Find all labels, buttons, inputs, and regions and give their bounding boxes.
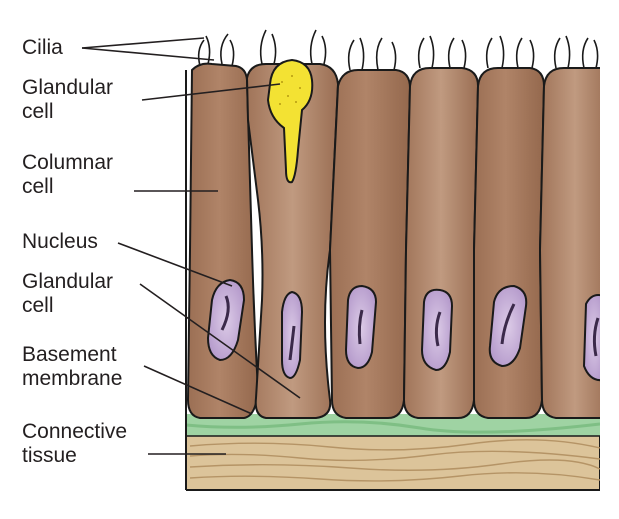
leader-nucleus: [117, 242, 233, 287]
label-connective-line1: Connective: [22, 420, 128, 443]
leader-lines: [81, 37, 301, 455]
nucleus-5: [488, 284, 528, 368]
nucleus-2: [281, 290, 304, 380]
label-columnar-line1: Columnar: [22, 151, 114, 174]
cilia: [197, 29, 599, 71]
label-cilia: Cilia: [22, 36, 63, 60]
label-nucleus: Nucleus: [22, 230, 98, 254]
label-connective-tissue: Connective tissue: [22, 420, 127, 468]
label-glandular-cell-bottom: Glandular cell: [22, 270, 113, 318]
nucleus-4: [420, 288, 454, 372]
connective-fibers: [189, 439, 600, 482]
label-columnar-cell: Columnar cell: [22, 151, 113, 199]
leader-cilia-2: [81, 47, 215, 61]
nucleus-3: [344, 284, 378, 370]
label-basement-line2: membrane: [22, 367, 123, 390]
label-glandular-cell-top: Glandular cell: [22, 76, 113, 124]
label-basement-line1: Basement: [22, 343, 117, 366]
mucus-secretion: [266, 58, 314, 184]
label-columnar-line2: cell: [22, 175, 54, 198]
leader-cilia-1: [81, 37, 205, 49]
glandular-cell-top: [245, 63, 340, 419]
label-basement-membrane: Basement membrane: [22, 343, 122, 391]
columnar-cell-5: [473, 67, 546, 419]
label-cilia-text: Cilia: [22, 36, 63, 59]
label-connective-line2: tissue: [22, 444, 77, 467]
columnar-cell-3: [328, 69, 412, 419]
label-glandular-top-line1: Glandular: [22, 76, 114, 99]
leader-glandular-bottom: [139, 283, 301, 399]
connective-tissue: [186, 433, 600, 490]
label-glandular-bottom-line1: Glandular: [22, 270, 114, 293]
leader-glandular-top: [141, 83, 281, 101]
label-glandular-top-line2: cell: [22, 100, 54, 123]
leader-basement: [143, 365, 253, 415]
label-glandular-bottom-line2: cell: [22, 294, 54, 317]
label-nucleus-text: Nucleus: [22, 230, 98, 253]
nucleus-6: [582, 294, 600, 382]
